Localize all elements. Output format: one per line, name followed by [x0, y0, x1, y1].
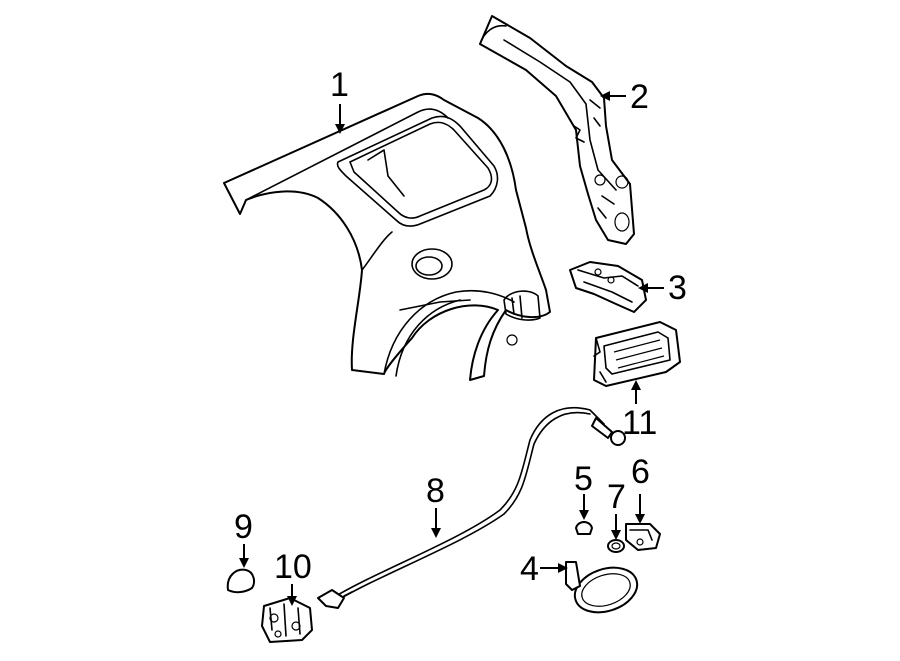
- callout-8: 8: [426, 472, 445, 510]
- callout-10: 10: [274, 548, 312, 586]
- callout-4: 4: [520, 550, 539, 588]
- quarter-panel: [223, 92, 551, 381]
- callout-3: 3: [668, 269, 687, 307]
- reinforcement-bracket: [569, 261, 647, 313]
- fuel-door-hinge: [625, 523, 661, 551]
- fuel-filler-door: [565, 561, 639, 614]
- callout-7: 7: [607, 478, 626, 516]
- door-latch-actuator: [261, 597, 313, 643]
- callout-9: 9: [234, 508, 253, 546]
- fuel-door-housing: [593, 321, 681, 387]
- callout-2: 2: [630, 78, 649, 116]
- callout-6: 6: [631, 453, 650, 491]
- rubber-bumper: [226, 568, 255, 594]
- release-cable: [317, 406, 626, 609]
- callout-11: 11: [622, 404, 657, 442]
- retainer-clip: [575, 521, 593, 535]
- callout-1: 1: [330, 66, 349, 104]
- inner-pillar-bracket: [479, 15, 635, 245]
- hinge-spring: [607, 539, 625, 553]
- callout-5: 5: [574, 460, 593, 498]
